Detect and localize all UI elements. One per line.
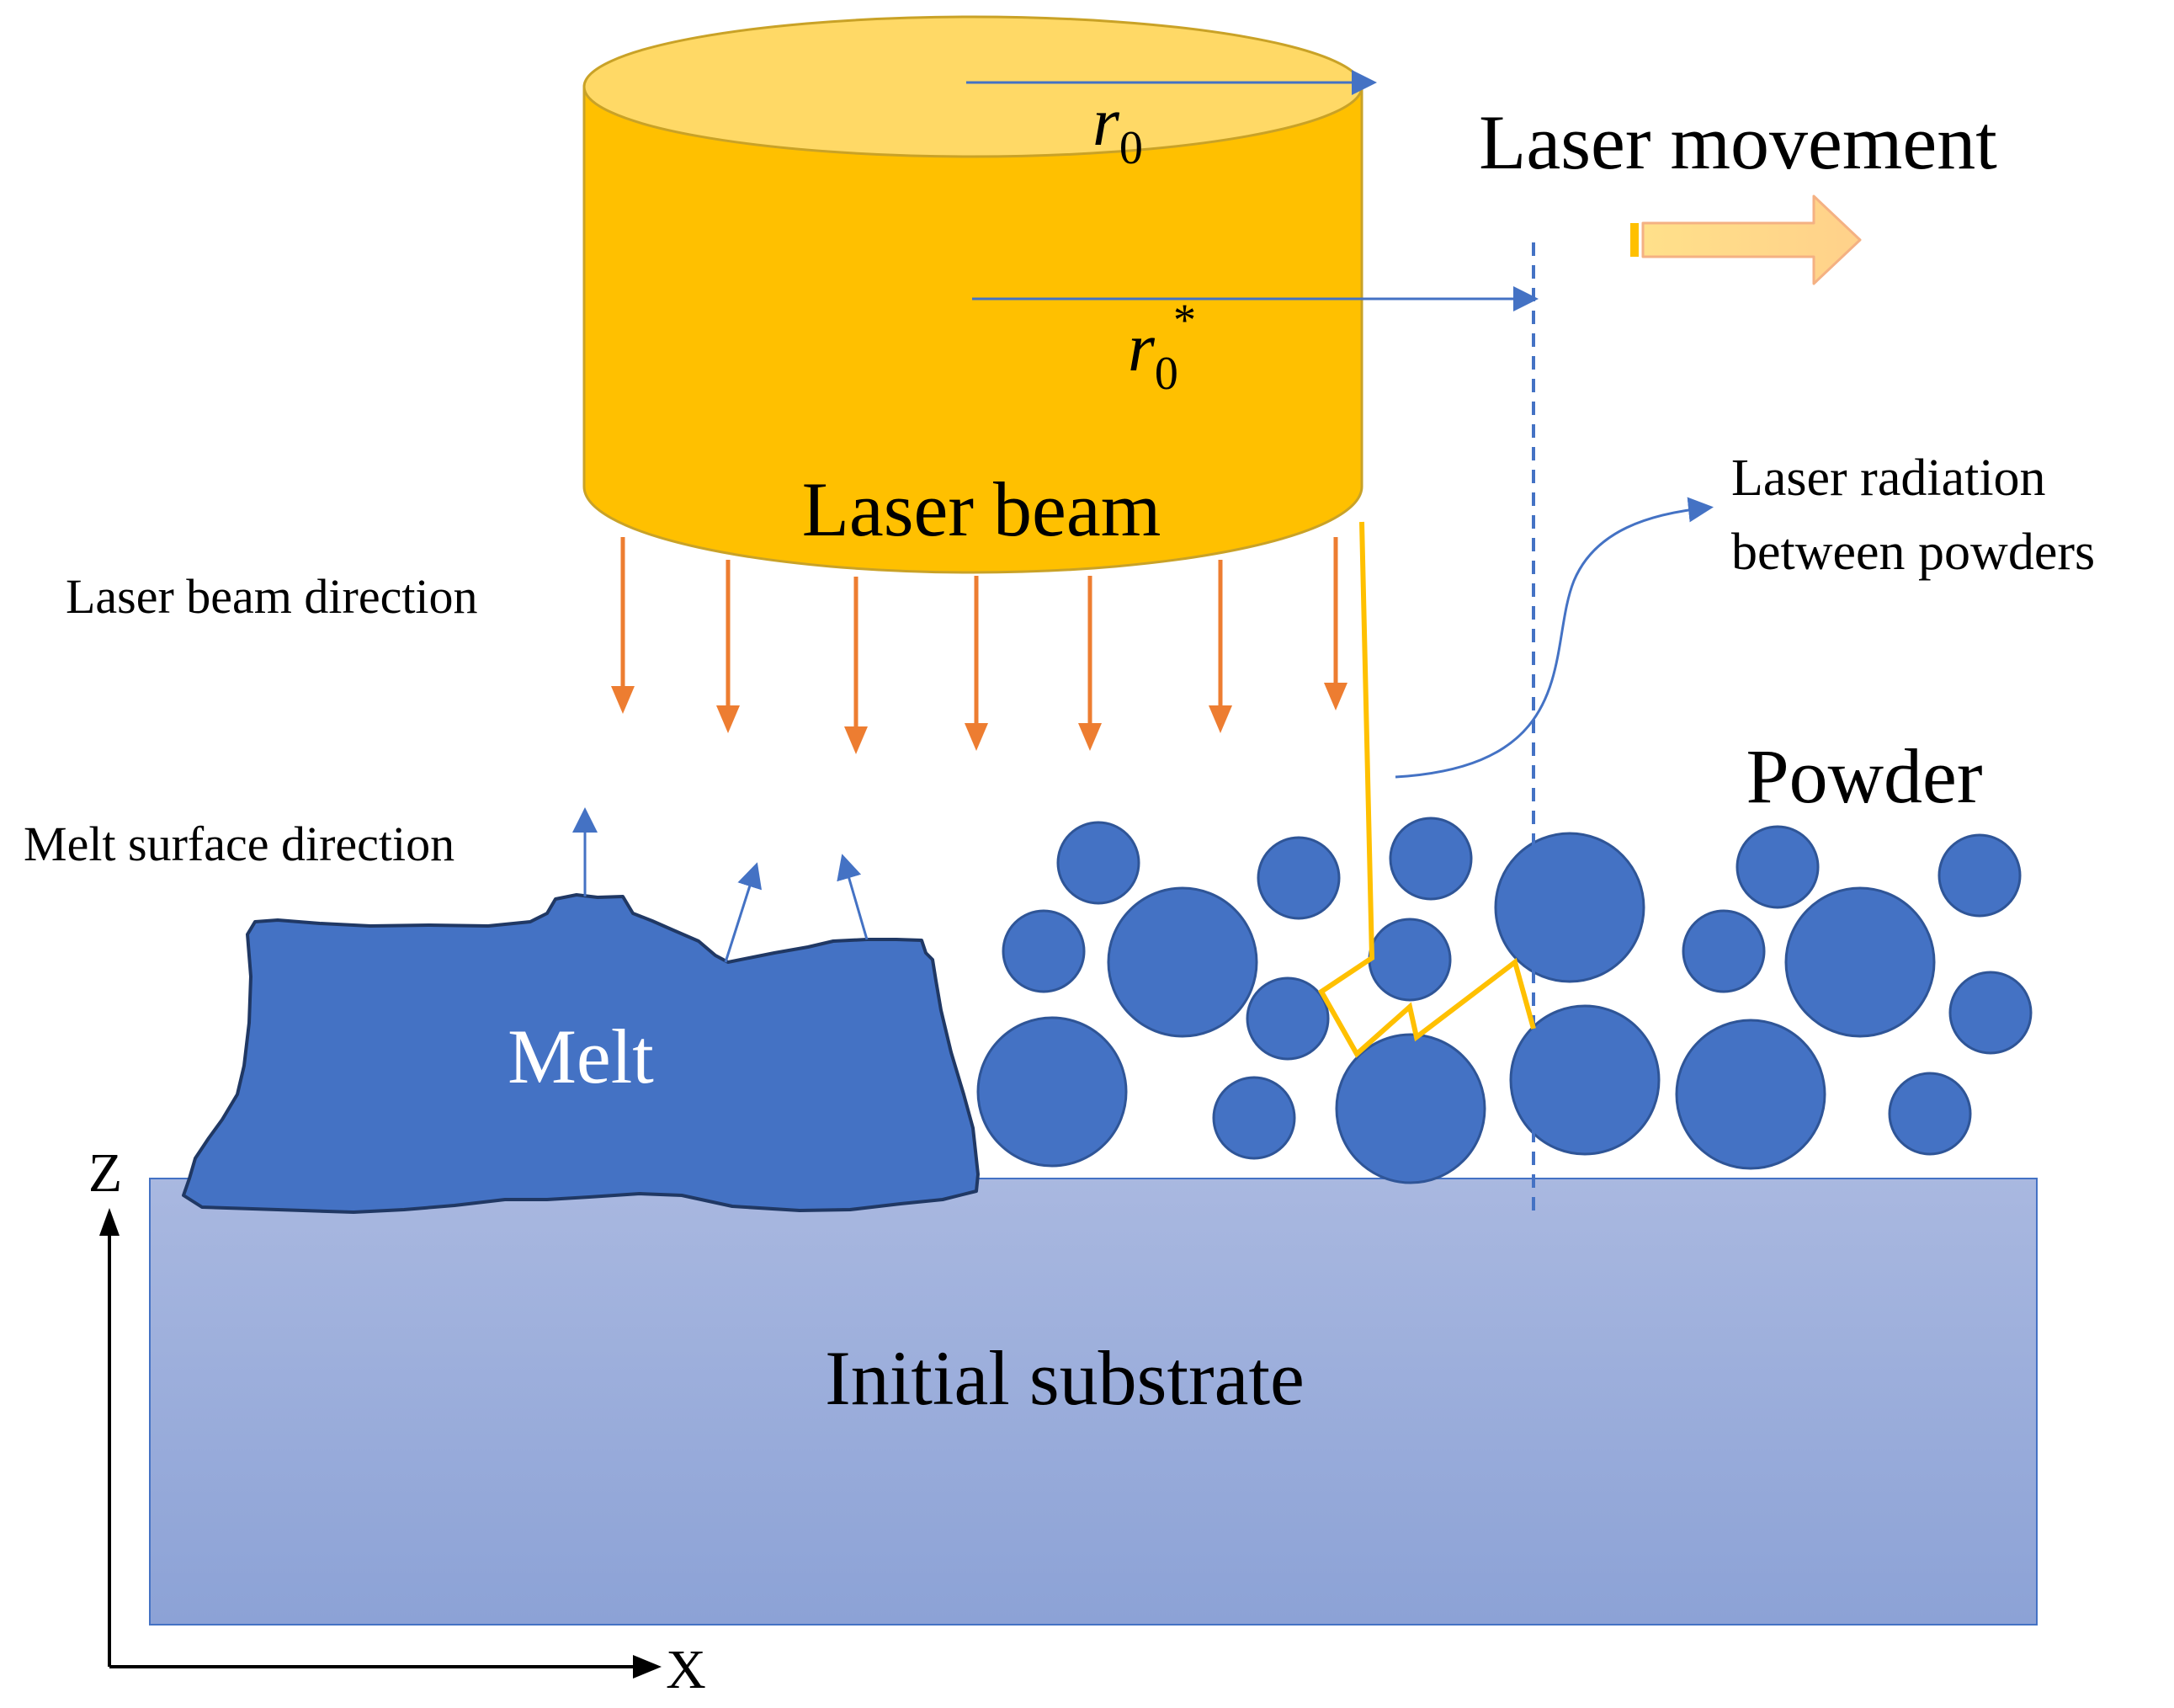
laser-ray-path [1318,521,1536,1058]
initial-substrate [149,1178,2038,1626]
laser-radiation-line-2: between powders [1731,524,2095,581]
beam-ray-arrowhead [1078,723,1102,751]
laser-beam-body [582,85,1363,574]
powder-particle [976,1016,1128,1168]
powder-particle [1335,1033,1486,1184]
beam-ray-arrowhead [965,723,988,751]
powder-particle [1212,1076,1296,1160]
melt-surface-direction-label: Melt surface direction [24,817,454,871]
laser-radiation-callout-arrow [1395,497,1714,779]
beam-ray-arrowhead [611,686,635,714]
powder-particle [1509,1004,1661,1156]
beam-ray-arrowhead [1324,683,1347,710]
melt-label: Melt [508,1014,654,1099]
powder-particle [1246,976,1330,1061]
powder-particle [1494,832,1645,983]
r0-subscript: 0 [1119,122,1143,174]
initial-substrate-label: Initial substrate [825,1335,1305,1421]
powder-particle [1682,909,1766,993]
powder-particle [1735,825,1820,909]
laser-beam-direction-arrows [611,537,1347,754]
r0-star-superscript: * [1173,295,1196,345]
powder-particle [1937,833,2022,918]
r0-symbol: r [1092,83,1120,160]
powder-label: Powder [1746,733,1982,819]
powder-particle [1368,918,1452,1002]
powder-particle [1784,886,1936,1038]
movement-arrow-body [1641,194,1862,285]
melt-normal-arrow-2 [724,862,763,963]
powder-particle [1107,886,1258,1038]
z-axis-label: Z [88,1142,122,1204]
x-axis-label: X [666,1639,706,1700]
laser-beam [582,15,1363,574]
laser-radiation-line-1: Laser radiation [1731,450,2046,507]
laser-beam-direction-label: Laser beam direction [66,569,478,624]
powder-particle [1389,817,1473,901]
powder-particle [1002,909,1086,993]
laser-beam-label: Laser beam [802,466,1161,552]
laser-movement-label: Laser movement [1479,99,1997,185]
melt-pool [182,893,980,1214]
laser-movement-arrow [1630,194,1862,285]
powder-particle [1888,1072,1972,1156]
laser-beam-top [582,15,1363,158]
r0-star-label: r0 [1128,309,1178,400]
r0-label: r0 [1092,83,1143,174]
melt-surface-normals [572,807,869,963]
laser-radiation-label: Laser radiation between powders [1731,450,2095,581]
powder-bed [976,817,2033,1184]
powder-particle [1675,1019,1826,1170]
r0-star-symbol: r [1128,309,1156,386]
beam-ray-arrowhead [844,726,868,754]
powder-particle [1257,836,1341,920]
beam-ray-arrowhead [1209,705,1232,733]
powder-particle [1948,971,2033,1055]
axes: Z X [88,1142,706,1700]
r0-star-subscript: 0 [1155,348,1178,400]
powder-particle [1056,821,1140,905]
beam-ray-arrowhead [716,705,740,733]
z-axis-arrowhead [99,1208,120,1236]
melt-normal-arrow-3 [837,854,869,940]
movement-arrow-tail [1630,223,1639,257]
x-axis-arrowhead [633,1655,662,1679]
